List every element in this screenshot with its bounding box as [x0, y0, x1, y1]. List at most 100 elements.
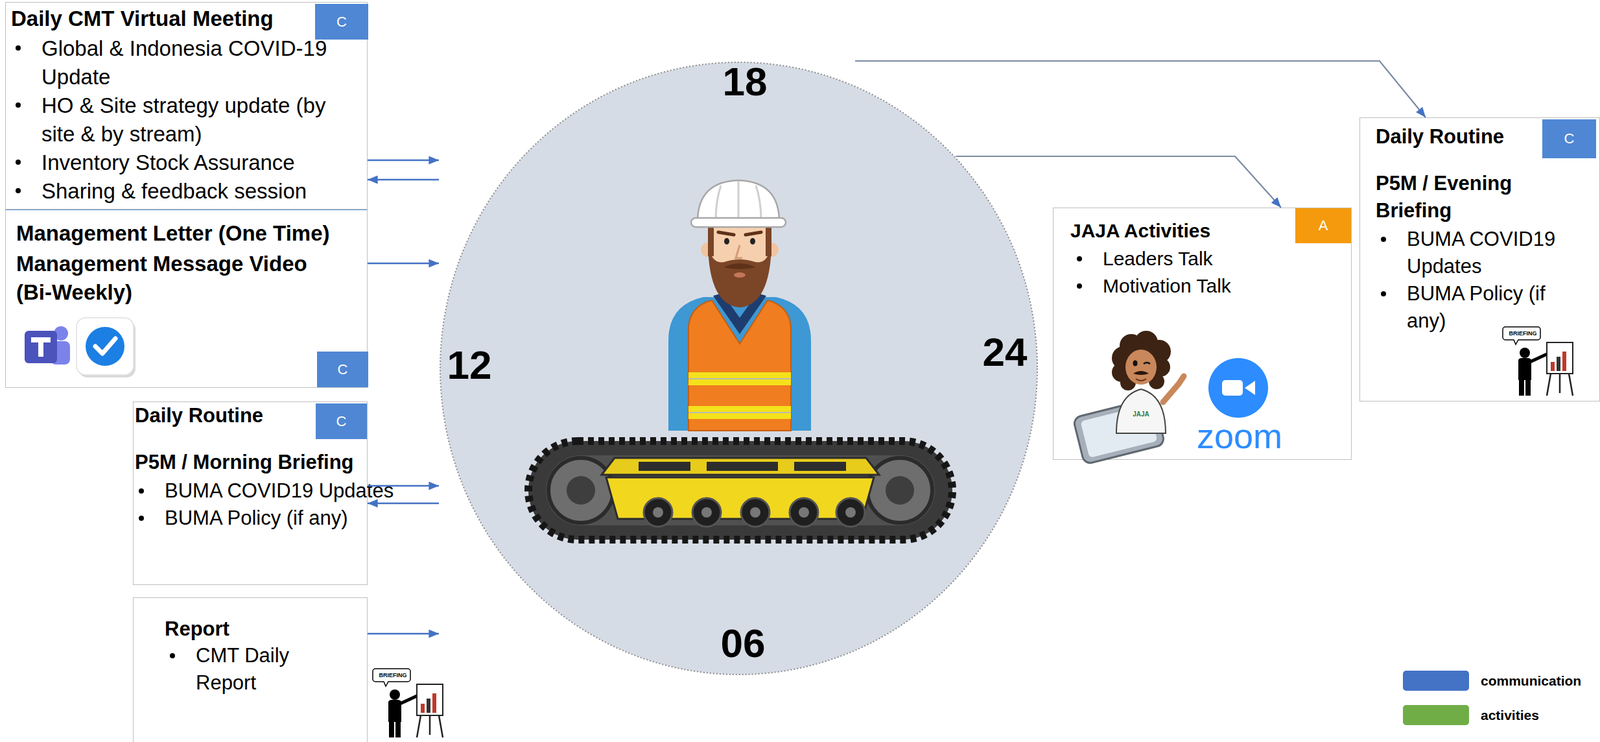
jaja-character [1133, 360, 1138, 367]
excavator-track [692, 497, 721, 527]
connector-arrow [367, 632, 439, 635]
heading-text: Report [164, 615, 230, 643]
briefing-icon [1502, 326, 1573, 396]
excavator-track [528, 440, 953, 540]
bullet-text: Global & Indonesia COVID-19 Update [41, 34, 347, 92]
jaja-character [1080, 404, 1158, 458]
kaizala-icon [95, 338, 116, 354]
jaja-character [1143, 362, 1151, 364]
jaja-character [1072, 397, 1165, 465]
heading-text: P5M / Morning Briefing [134, 448, 354, 476]
excavator-track [566, 475, 596, 505]
worker-figure [735, 245, 743, 259]
excavator-track [652, 506, 664, 518]
legend-text: communication [1480, 670, 1582, 691]
stream-badge: A [1295, 208, 1352, 244]
connector-arrow [367, 484, 439, 487]
briefing-icon [372, 668, 443, 738]
bullet-text: Motivation Talk [1102, 272, 1232, 300]
stream-badge: C [315, 3, 369, 40]
worker-figure [733, 272, 746, 278]
jaja-character [1111, 346, 1136, 370]
worker-figure [688, 405, 791, 419]
zoom-logo [1222, 379, 1243, 396]
worker-figure [715, 181, 762, 221]
logo-text: JAJA [1132, 410, 1150, 418]
connector-arrow [367, 262, 439, 265]
jaja-character [1072, 397, 1165, 465]
excavator-track [741, 497, 770, 527]
badge-letter: A [1295, 208, 1352, 244]
worker-figure [750, 237, 756, 245]
excavator-track [794, 461, 847, 471]
excavator-track [885, 475, 915, 505]
worker-figure [724, 237, 730, 245]
teams-icon [24, 326, 71, 365]
legend-row: communication [1402, 670, 1598, 691]
legend-swatch [1402, 704, 1470, 725]
badge-letter: C [315, 3, 369, 40]
excavator-track [750, 506, 761, 518]
worker-figure [688, 300, 791, 431]
circle-outline [440, 62, 1038, 675]
teams-icon [53, 326, 69, 341]
jaja-character [1135, 378, 1147, 381]
circle-outline [438, 60, 1039, 676]
meeting-box: Daily CMT Virtual MeetingGlobal & Indone… [5, 1, 368, 210]
kaizala-icon [85, 326, 125, 366]
legend-swatch [1402, 670, 1470, 691]
kaizala-icon [76, 317, 134, 375]
jaja-character [1147, 339, 1171, 364]
worker-figure [691, 217, 786, 227]
teams-icon [24, 330, 58, 364]
excavator-track [706, 461, 778, 471]
worker-figure [668, 180, 812, 431]
excavator-track [601, 457, 880, 475]
worker-figure [765, 223, 772, 257]
heading-text: P5M / Evening Briefing [1375, 169, 1571, 225]
briefing-box: Daily RoutineP5M / Evening BriefingBUMA … [1359, 117, 1600, 402]
worker-figure [713, 293, 767, 334]
heading-text: Management Letter (One Time) [16, 219, 354, 248]
excavator-track [548, 457, 614, 523]
jaja-character [1072, 330, 1184, 465]
bullet-text: CMT Daily Report [195, 641, 332, 697]
legend-row: activities [1402, 704, 1598, 725]
badge-letter: C [317, 351, 369, 388]
jaja-character [1116, 388, 1166, 434]
excavator-track [528, 440, 953, 540]
heading-text: JAJA Activities [1070, 217, 1211, 245]
stream-badge: C [317, 351, 369, 388]
jaja-character [1119, 333, 1143, 358]
connector-arrow [855, 60, 1426, 118]
message-box: Management Letter (One Time)Management M… [5, 209, 368, 388]
connector-group [367, 60, 1426, 634]
teams-icon [50, 341, 71, 365]
connector-arrow [367, 159, 439, 162]
bullet-text: BUMA Policy (if any) [1406, 280, 1582, 335]
excavator-track [789, 497, 819, 527]
worker-figure [707, 245, 772, 308]
worker-figure [688, 372, 791, 386]
bullet-text: BUMA Policy (if any) [164, 504, 349, 532]
excavator-track [836, 497, 865, 527]
clock-number: 06 [720, 620, 766, 666]
heading-text: Daily CMT Virtual Meeting [11, 4, 310, 34]
report-box: ReportCMT Daily Report [132, 597, 368, 742]
clock-number: 24 [982, 329, 1028, 375]
worker-figure [688, 378, 791, 413]
badge-letter: C [315, 403, 367, 439]
excavator-track [643, 497, 673, 527]
worker-figure [718, 232, 762, 235]
badge-letter: C [1542, 119, 1597, 159]
worker-figure [707, 208, 772, 282]
heading-text: Daily Routine [134, 401, 264, 430]
worker-figure [697, 180, 780, 222]
legend-text: activities [1480, 704, 1540, 725]
kaizala-icon [76, 317, 136, 378]
excavator-track [701, 506, 712, 518]
bullet-text: Sharing & feedback session [41, 176, 347, 206]
excavator-track [798, 506, 810, 518]
excavator-track [845, 506, 856, 518]
jaja-character [1148, 373, 1165, 389]
